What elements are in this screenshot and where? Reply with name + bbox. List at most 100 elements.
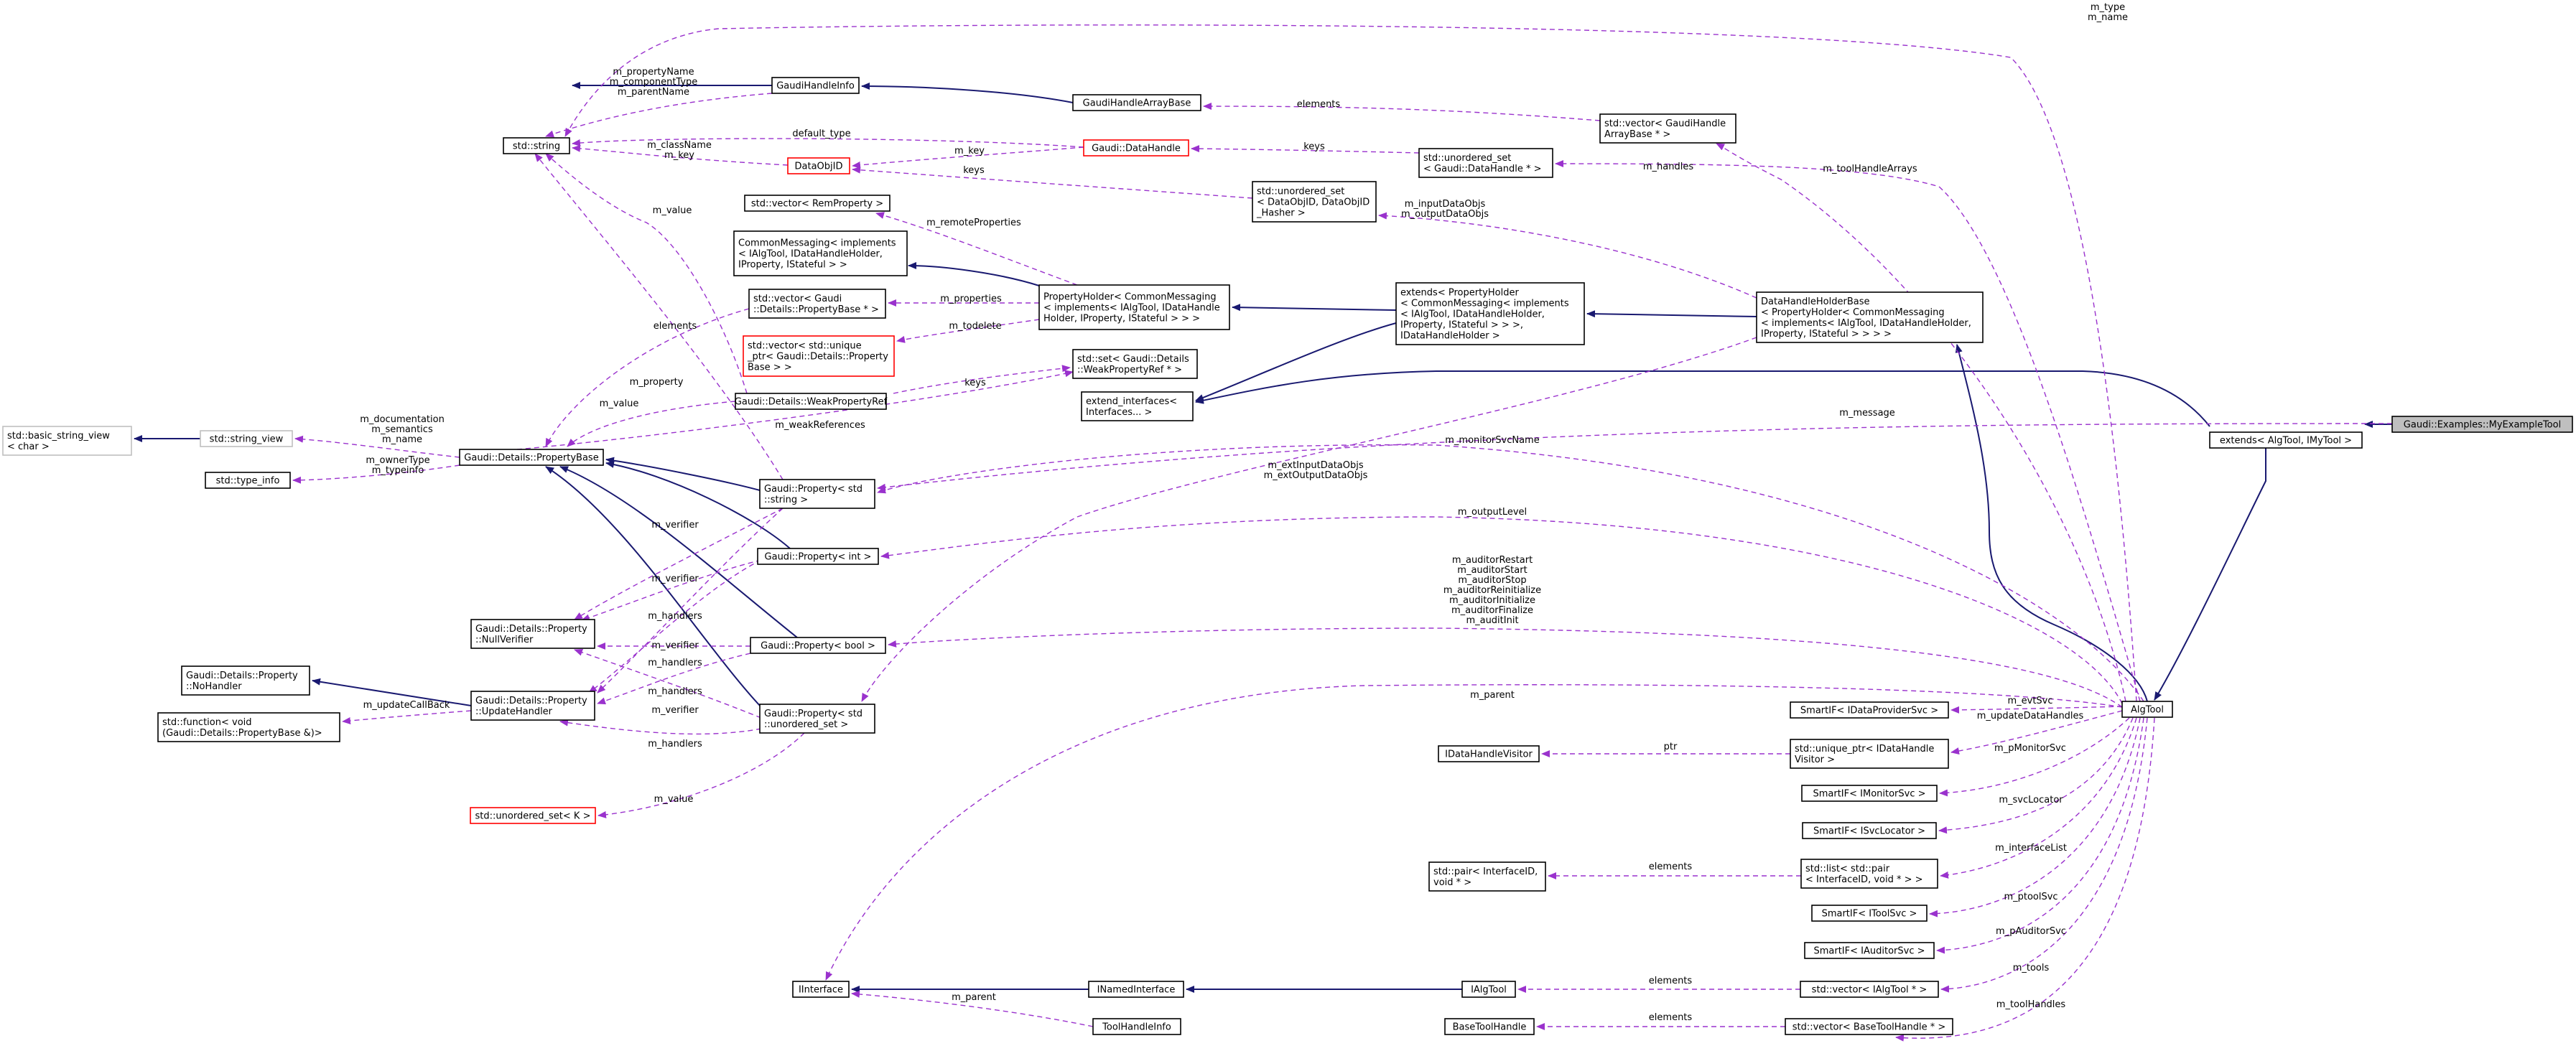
class-node-property-string[interactable]: Gaudi::Property< std::string > xyxy=(759,479,875,509)
class-node-unordered-set-dataobjid[interactable]: std::unordered_set< DataObjID, DataObjID… xyxy=(1252,181,1377,223)
edge-label: m_interfaceList xyxy=(1995,843,2067,854)
edge-label: m_updateCallBack xyxy=(363,700,450,711)
class-node-gaudihandlearraybase[interactable]: GaudiHandleArrayBase xyxy=(1072,94,1201,111)
edge-label: keys xyxy=(964,378,986,388)
class-node-label: IProperty, IStateful > > >, xyxy=(1400,320,1523,331)
inheritance-edge-e7 xyxy=(1195,322,1397,401)
class-node-vector-remproperty[interactable]: std::vector< RemProperty > xyxy=(744,195,891,212)
class-node-property-int[interactable]: Gaudi::Property< int > xyxy=(757,548,879,565)
class-node-string-view[interactable]: std::string_view xyxy=(200,430,293,447)
class-node-box xyxy=(743,335,895,377)
usage-edge-u37 xyxy=(342,710,472,724)
class-node-smartif-imonitorsvc[interactable]: SmartIF< IMonitorSvc > xyxy=(1801,785,1938,802)
class-node-smartif-idataprovidersvc[interactable]: SmartIF< IDataProviderSvc > xyxy=(1790,701,1949,719)
class-node-label: < DataObjID, DataObjID xyxy=(1257,197,1370,208)
class-node-label: ::WeakPropertyRef * > xyxy=(1077,365,1182,375)
class-node-property-unordered-set[interactable]: Gaudi::Property< std::unordered_set > xyxy=(759,704,875,734)
class-node-dataobjid[interactable]: DataObjID xyxy=(787,157,850,174)
class-node-vector-gaudihandlearraybase[interactable]: std::vector< GaudiHandleArrayBase * > xyxy=(1599,113,1736,144)
class-node-std-function[interactable]: std::function< void(Gaudi::Details::Prop… xyxy=(157,712,340,742)
class-node-gaudi-datahandle[interactable]: Gaudi::DataHandle xyxy=(1083,139,1189,157)
class-node-vector-ialgtool[interactable]: std::vector< IAlgTool * > xyxy=(1800,981,1939,998)
class-node-label: extend_interfaces< xyxy=(1086,396,1177,407)
class-node-vector-unique-ptr[interactable]: std::vector< std::unique_ptr< Gaudi::Det… xyxy=(743,335,895,377)
edge-label: m_remoteProperties xyxy=(926,218,1021,228)
class-node-type-info[interactable]: std::type_info xyxy=(205,472,291,489)
class-node-nullverifier[interactable]: Gaudi::Details::Property::NullVerifier xyxy=(470,619,595,649)
class-node-label: ::unordered_set > xyxy=(764,719,848,730)
class-node-commonmessaging[interactable]: CommonMessaging< implements< IAlgTool, I… xyxy=(733,230,908,276)
class-node-nohandler[interactable]: Gaudi::Details::Property::NoHandler xyxy=(181,665,310,696)
usage-edge-u43 xyxy=(1938,717,2134,834)
class-node-updatehandler[interactable]: Gaudi::Details::Property::UpdateHandler xyxy=(470,691,595,721)
usage-edge-u21 xyxy=(567,401,736,447)
class-node-box xyxy=(1801,785,1938,802)
usage-edge-u38 xyxy=(597,732,805,818)
class-node-box xyxy=(744,195,891,212)
class-node-label: Gaudi::Examples::MyExampleTool xyxy=(2404,420,2561,431)
class-node-box xyxy=(1461,981,1516,998)
class-node-smartif-iauditorsvc[interactable]: SmartIF< IAuditorSvc > xyxy=(1804,942,1935,959)
class-node-unordered-set-k[interactable]: std::unordered_set< K > xyxy=(470,807,596,824)
class-node-label: Gaudi::Details::Property xyxy=(475,624,587,635)
class-node-box xyxy=(1072,94,1201,111)
class-node-label: (Gaudi::Details::PropertyBase &)> xyxy=(162,728,322,739)
class-node-label: IProperty, IStateful > > xyxy=(738,260,847,271)
class-node-basic-string-view[interactable]: std::basic_string_view< char > xyxy=(2,426,132,456)
usage-edge-u40 xyxy=(1950,710,2123,755)
class-node-gaudihandleinfo[interactable]: GaudiHandleInfo xyxy=(771,77,860,94)
class-node-box xyxy=(1802,822,1937,839)
class-node-iinterface[interactable]: IInterface xyxy=(792,981,850,998)
class-node-propertybase[interactable]: Gaudi::Details::PropertyBase xyxy=(459,449,604,466)
class-node-box xyxy=(1444,1018,1535,1035)
inheritance-edge-e13 xyxy=(545,466,762,708)
class-node-pair-interfaceid[interactable]: std::pair< InterfaceID,void * > xyxy=(1428,861,1546,892)
class-node-weakpropertyref[interactable]: Gaudi::Details::WeakPropertyRef xyxy=(735,393,888,410)
class-node-box xyxy=(1088,981,1184,998)
class-node-idatahandlevisitor[interactable]: IDataHandleVisitor xyxy=(1438,745,1540,762)
class-node-toolhandleinfo[interactable]: ToolHandleInfo xyxy=(1092,1018,1181,1035)
edge-label: elements xyxy=(1297,99,1341,110)
class-node-unordered-set-datahandle[interactable]: std::unordered_set< Gaudi::DataHandle * … xyxy=(1418,148,1553,178)
class-node-ialgtool[interactable]: IAlgTool xyxy=(1461,981,1516,998)
edge-label: m_outputDataObjs xyxy=(1401,209,1489,220)
class-node-smartif-isvclocator[interactable]: SmartIF< ISvcLocator > xyxy=(1802,822,1937,839)
class-node-label: Interfaces... > xyxy=(1086,407,1152,418)
class-node-label: std::basic_string_view xyxy=(7,431,110,442)
class-node-box xyxy=(157,712,340,742)
class-node-unique-ptr-idatahandlevisitor[interactable]: std::unique_ptr< IDataHandleVisitor > xyxy=(1790,739,1949,769)
class-node-extends-algtool[interactable]: extends< AlgTool, IMyTool > xyxy=(2209,431,2363,449)
class-node-extend-interfaces[interactable]: extend_interfaces<Interfaces... > xyxy=(1081,391,1194,421)
class-node-propertyholder[interactable]: PropertyHolder< CommonMessaging< impleme… xyxy=(1038,284,1230,330)
class-node-label: IInterface xyxy=(799,985,843,996)
class-node-set-weakpropertyref[interactable]: std::set< Gaudi::Details::WeakPropertyRe… xyxy=(1072,349,1198,379)
class-node-label: std::list< std::pair xyxy=(1805,864,1890,874)
usage-edge-u5 xyxy=(545,153,748,394)
class-node-inamedinterface[interactable]: INamedInterface xyxy=(1088,981,1184,998)
class-node-box xyxy=(2121,701,2173,718)
edge-label: elements xyxy=(1649,976,1693,986)
class-node-smartif-itoolsvc[interactable]: SmartIF< IToolSvc > xyxy=(1811,905,1928,922)
class-node-vector-basetoolhandle[interactable]: std::vector< BaseToolHandle * > xyxy=(1785,1018,1953,1035)
class-node-algtool[interactable]: AlgTool xyxy=(2121,701,2173,718)
class-node-extends-propertyholder[interactable]: extends< PropertyHolder< CommonMessaging… xyxy=(1395,282,1585,345)
class-node-list-pair[interactable]: std::list< std::pair< InterfaceID, void … xyxy=(1800,859,1938,889)
class-node-label: extends< AlgTool, IMyTool > xyxy=(2220,436,2352,447)
class-node-label: Gaudi::Details::WeakPropertyRef xyxy=(735,397,888,408)
class-node-label: std::set< Gaudi::Details xyxy=(1077,354,1189,365)
class-node-label: std::pair< InterfaceID, xyxy=(1433,867,1538,877)
class-node-vector-propertybase[interactable]: std::vector< Gaudi::Details::PropertyBas… xyxy=(748,289,886,319)
edge-label: m_todelete xyxy=(949,321,1001,332)
class-node-std-string[interactable]: std::string xyxy=(503,137,570,154)
class-node-label: DataHandleHolderBase xyxy=(1761,296,1869,307)
usage-edge-u6 xyxy=(294,435,460,458)
class-node-label: _Hasher > xyxy=(1256,208,1306,219)
edge-label: m_outputLevel xyxy=(1458,507,1527,518)
class-node-label: < InterfaceID, void * > > xyxy=(1805,874,1923,885)
class-node-datahandleholderbase[interactable]: DataHandleHolderBase< PropertyHolder< Co… xyxy=(1756,291,1984,343)
class-node-basetoolhandle[interactable]: BaseToolHandle xyxy=(1444,1018,1535,1035)
class-node-my-example-tool[interactable]: Gaudi::Examples::MyExampleTool xyxy=(2391,416,2573,433)
class-node-box xyxy=(1252,181,1377,223)
class-node-property-bool[interactable]: Gaudi::Property< bool > xyxy=(750,637,886,654)
